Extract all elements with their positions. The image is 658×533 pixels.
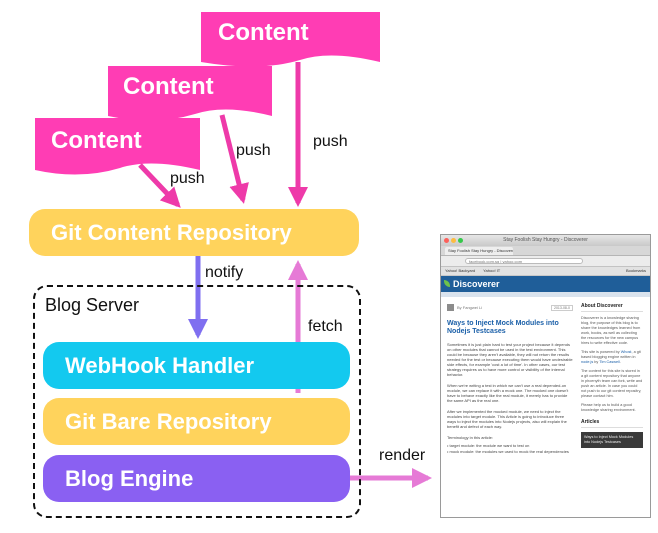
post-paragraph: When we're writing a test in which we ca… [447, 383, 569, 403]
blog-server-title: Blog Server [45, 295, 140, 315]
push-label-1: push [170, 170, 205, 187]
maximize-dot-icon[interactable] [458, 238, 463, 243]
close-dot-icon[interactable] [444, 238, 449, 243]
site-name[interactable]: Discoverer [453, 279, 500, 289]
whost-link[interactable]: Whost [620, 350, 632, 354]
content-card-label-middle: Content [123, 73, 214, 100]
blog-content: By Fangwei Li 2013-08-0 Ways to Inject M… [441, 297, 650, 454]
post-author: By Fangwei Li [457, 305, 483, 310]
article-list-item[interactable]: Ways to Inject Mock Modules into Nodejs … [581, 432, 643, 448]
browser-url-input[interactable]: facebook.com.sg | yahoo.com [465, 258, 583, 264]
post-paragraph: After we implemented the mocked module, … [447, 409, 567, 429]
browser-tab[interactable]: Stay Foolish Stay Hungry - Discoverer [445, 247, 513, 255]
push-arrow-1 [138, 163, 181, 208]
content-card-back-shape [201, 12, 380, 67]
render-label: render [379, 447, 426, 464]
push-arrow-2 [219, 114, 249, 204]
push-label-2: push [236, 142, 271, 159]
help-text: Please help us to build a good knowledge… [581, 403, 636, 412]
bookmarks-bar: Yahoo! Backyard Yahoo! IT Bookmarks [441, 267, 650, 276]
browser-titlebar: Stay Foolish Stay Hungry - Discoverer [441, 235, 650, 246]
post-list-item: • mock module: the modules we used to mo… [447, 449, 569, 454]
git-bare-repository-node: Git Bare Repository [43, 398, 350, 445]
content-card-front-shape [35, 118, 200, 175]
powered-by-text: This site is powered by Whost, a git bas… [581, 350, 643, 365]
content-card-label-back: Content [218, 19, 309, 46]
leaf-logo-icon [444, 280, 450, 287]
post-list-item: • target module: the module we want to t… [447, 443, 530, 448]
blog-server-container [33, 285, 361, 518]
rendered-blog-browser: Stay Foolish Stay Hungry - Discoverer St… [440, 234, 651, 518]
browser-window-title: Stay Foolish Stay Hungry - Discoverer [503, 237, 588, 243]
articles-heading: Articles [581, 419, 643, 428]
site-subheader [441, 292, 650, 297]
powered-mid: , a git based blogging engine written in [581, 350, 641, 359]
webhook-handler-node: WebHook Handler [43, 342, 350, 389]
powered-pre: This site is powered by [581, 350, 621, 354]
content-card-middle-shape [108, 66, 272, 121]
about-text: Discoverer is a knowledge sharing blog, … [581, 316, 641, 345]
content-card-label-front: Content [51, 127, 142, 154]
post-paragraph: Terminology in this article: [447, 435, 494, 440]
post-title[interactable]: Ways to Inject Mock Modules into Nodejs … [447, 320, 559, 335]
blog-post: By Fangwei Li 2013-08-0 Ways to Inject M… [447, 303, 573, 454]
post-paragraph: Sometimes it is just plain hard to test … [447, 342, 573, 377]
nodejs-link[interactable]: node.js [581, 360, 594, 364]
notify-label: notify [205, 264, 244, 281]
fetch-label: fetch [308, 318, 343, 335]
post-meta: By Fangwei Li 2013-08-0 [447, 303, 573, 312]
blog-engine-node: Blog Engine [43, 455, 350, 502]
bookmark-item[interactable]: Yahoo! Backyard [445, 268, 476, 273]
post-date: 2013-08-0 [551, 304, 573, 311]
powered-end: . [619, 360, 621, 364]
author-avatar [447, 304, 454, 311]
author-link[interactable]: Tim Caswell [599, 360, 620, 364]
blog-sidebar: About Discoverer Discoverer is a knowled… [581, 303, 643, 448]
bookmarks-menu[interactable]: Bookmarks [625, 268, 646, 273]
powered-by: by [593, 360, 600, 364]
bookmark-item[interactable]: Yahoo! IT [483, 268, 501, 273]
site-header: Discoverer [441, 276, 650, 292]
browser-url-bar: facebook.com.sg | yahoo.com [441, 256, 650, 267]
git-content-repository-node: Git Content Repository [29, 209, 359, 256]
window-controls [444, 238, 463, 243]
browser-tab-bar: Stay Foolish Stay Hungry - Discoverer [441, 246, 650, 256]
stored-text: The content for this site is stored in a… [581, 369, 643, 398]
minimize-dot-icon[interactable] [451, 238, 456, 243]
about-heading: About Discoverer [581, 303, 643, 312]
push-label-3: push [313, 133, 348, 150]
